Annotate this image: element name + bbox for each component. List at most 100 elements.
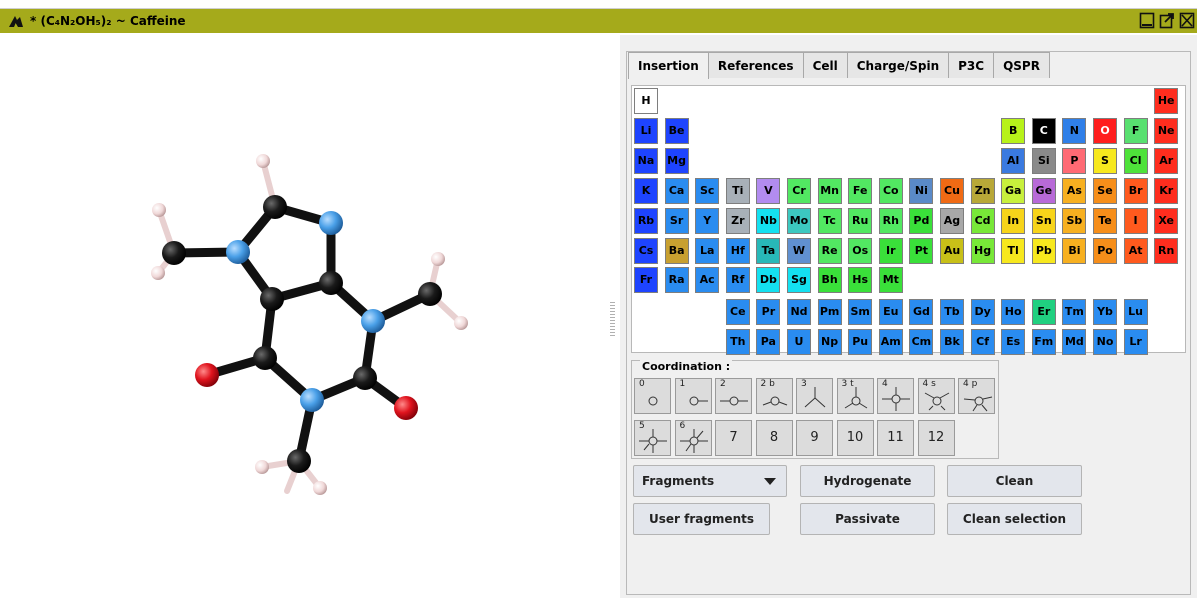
element-lu[interactable]: Lu: [1123, 299, 1148, 326]
element-c[interactable]: C: [1031, 117, 1056, 144]
element-sc[interactable]: Sc: [695, 177, 720, 204]
element-pt[interactable]: Pt: [909, 237, 934, 264]
coord-4-square-icon[interactable]: 4 s: [917, 378, 955, 414]
element-li[interactable]: Li: [634, 117, 658, 144]
element-sn[interactable]: Sn: [1031, 207, 1056, 234]
user-fragments-button[interactable]: User fragments: [633, 503, 770, 535]
tab-charge-spin[interactable]: Charge/Spin: [846, 52, 950, 78]
element-cm[interactable]: Cm: [909, 329, 934, 356]
element-pm[interactable]: Pm: [817, 299, 842, 326]
tab-qspr[interactable]: QSPR: [993, 52, 1050, 78]
element-zr[interactable]: Zr: [725, 207, 750, 234]
element-fm[interactable]: Fm: [1031, 329, 1056, 356]
element-ru[interactable]: Ru: [848, 207, 873, 234]
element-bh[interactable]: Bh: [817, 267, 842, 294]
element-mo[interactable]: Mo: [787, 207, 811, 234]
element-bi[interactable]: Bi: [1062, 237, 1087, 264]
element-cd[interactable]: Cd: [970, 207, 995, 234]
element-gd[interactable]: Gd: [909, 299, 934, 326]
molecule-viewer[interactable]: [8, 35, 606, 598]
element-la[interactable]: La: [695, 237, 720, 264]
element-in[interactable]: In: [1001, 207, 1026, 234]
element-th[interactable]: Th: [725, 329, 750, 356]
element-tl[interactable]: Tl: [1001, 237, 1026, 264]
element-v[interactable]: V: [756, 177, 781, 204]
element-al[interactable]: Al: [1001, 147, 1026, 174]
coord-11-button[interactable]: 11: [877, 420, 914, 456]
element-mt[interactable]: Mt: [878, 267, 903, 294]
element-ba[interactable]: Ba: [664, 237, 689, 264]
element-po[interactable]: Po: [1093, 237, 1117, 264]
element-xe[interactable]: Xe: [1154, 207, 1179, 234]
element-lr[interactable]: Lr: [1123, 329, 1148, 356]
element-ce[interactable]: Ce: [725, 299, 750, 326]
coord-2-linear-icon[interactable]: 2: [715, 378, 752, 414]
element-cf[interactable]: Cf: [970, 329, 995, 356]
element-sm[interactable]: Sm: [848, 299, 873, 326]
element-k[interactable]: K: [634, 177, 658, 204]
element-as[interactable]: As: [1062, 177, 1087, 204]
element-sr[interactable]: Sr: [664, 207, 689, 234]
element-he[interactable]: He: [1154, 88, 1179, 114]
element-md[interactable]: Md: [1062, 329, 1087, 356]
element-ti[interactable]: Ti: [725, 177, 750, 204]
tab-p3c[interactable]: P3C: [948, 52, 995, 78]
element-tm[interactable]: Tm: [1062, 299, 1087, 326]
tab-references[interactable]: References: [707, 52, 804, 78]
element-u[interactable]: U: [787, 329, 811, 356]
coord-0-icon[interactable]: 0: [634, 378, 671, 414]
element-at[interactable]: At: [1123, 237, 1148, 264]
element-pa[interactable]: Pa: [756, 329, 781, 356]
element-db[interactable]: Db: [756, 267, 781, 294]
element-b[interactable]: B: [1001, 117, 1026, 144]
element-tb[interactable]: Tb: [940, 299, 964, 326]
element-yb[interactable]: Yb: [1093, 299, 1117, 326]
element-eu[interactable]: Eu: [878, 299, 903, 326]
element-dy[interactable]: Dy: [970, 299, 995, 326]
coord-3-planar-icon[interactable]: 3: [796, 378, 833, 414]
window-titlebar[interactable]: * (C₄N₂OH₅)₂ ~ Caffeine: [0, 9, 1197, 33]
element-sb[interactable]: Sb: [1062, 207, 1087, 234]
element-hf[interactable]: Hf: [725, 237, 750, 264]
element-es[interactable]: Es: [1001, 329, 1026, 356]
element-rf[interactable]: Rf: [725, 267, 750, 294]
element-sg[interactable]: Sg: [787, 267, 811, 294]
coord-12-button[interactable]: 12: [917, 420, 955, 456]
element-nb[interactable]: Nb: [756, 207, 781, 234]
element-ca[interactable]: Ca: [664, 177, 689, 204]
coord-8-button[interactable]: 8: [755, 420, 793, 456]
coord-10-button[interactable]: 10: [836, 420, 874, 456]
element-na[interactable]: Na: [634, 147, 658, 174]
element-cs[interactable]: Cs: [634, 237, 658, 264]
coord-3-tetrahedral-icon[interactable]: 3 t: [836, 378, 874, 414]
coord-2-bent-icon[interactable]: 2 b: [755, 378, 793, 414]
element-n[interactable]: N: [1062, 117, 1087, 144]
element-no[interactable]: No: [1093, 329, 1117, 356]
element-cr[interactable]: Cr: [787, 177, 811, 204]
element-h[interactable]: H: [634, 88, 658, 114]
clean-button[interactable]: Clean: [947, 465, 1082, 497]
element-am[interactable]: Am: [878, 329, 903, 356]
clean-selection-button[interactable]: Clean selection: [947, 503, 1082, 535]
element-ge[interactable]: Ge: [1031, 177, 1056, 204]
close-icon[interactable]: [1179, 12, 1195, 29]
coord-4-pyramidal-icon[interactable]: 4 p: [958, 378, 995, 414]
element-o[interactable]: O: [1093, 117, 1117, 144]
hydrogenate-button[interactable]: Hydrogenate: [800, 465, 935, 497]
element-ne[interactable]: Ne: [1154, 117, 1179, 144]
element-ag[interactable]: Ag: [940, 207, 964, 234]
caffeine-molecule-3d[interactable]: [8, 35, 606, 598]
element-ta[interactable]: Ta: [756, 237, 781, 264]
element-te[interactable]: Te: [1093, 207, 1117, 234]
element-hg[interactable]: Hg: [970, 237, 995, 264]
element-kr[interactable]: Kr: [1154, 177, 1179, 204]
element-f[interactable]: F: [1123, 117, 1148, 144]
element-ac[interactable]: Ac: [695, 267, 720, 294]
element-br[interactable]: Br: [1123, 177, 1148, 204]
element-np[interactable]: Np: [817, 329, 842, 356]
element-be[interactable]: Be: [664, 117, 689, 144]
element-p[interactable]: P: [1062, 147, 1087, 174]
tab-cell[interactable]: Cell: [802, 52, 848, 78]
element-rh[interactable]: Rh: [878, 207, 903, 234]
element-w[interactable]: W: [787, 237, 811, 264]
